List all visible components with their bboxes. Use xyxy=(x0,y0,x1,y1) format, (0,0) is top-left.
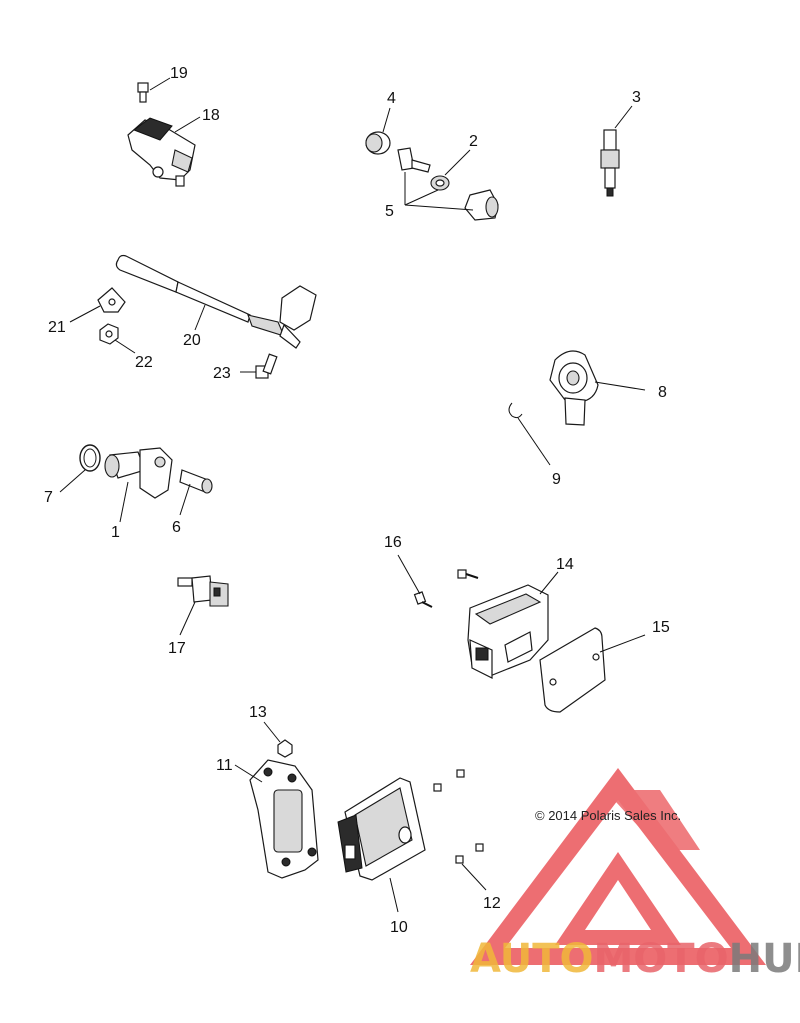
part-4-cap xyxy=(365,107,391,155)
callout-15: 15 xyxy=(652,619,670,636)
part-6-pin xyxy=(179,469,213,516)
part-8-knock-sensor xyxy=(549,350,646,426)
callout-2: 2 xyxy=(469,133,478,150)
callout-7: 7 xyxy=(44,489,53,506)
callout-17: 17 xyxy=(168,640,186,657)
part-12-screws xyxy=(433,769,487,891)
watermark-moto: MOTO xyxy=(594,936,729,982)
part-16-screws xyxy=(397,554,479,608)
watermark-auto: AUTO xyxy=(470,936,594,982)
callout-1: 1 xyxy=(111,524,120,541)
part-13-nut xyxy=(263,721,293,758)
callout-14: 14 xyxy=(556,556,574,573)
part-10-ecu xyxy=(337,777,426,913)
part-18-map-sensor xyxy=(127,116,201,187)
callout-16: 16 xyxy=(384,534,402,551)
part-5-sensor-clip xyxy=(397,147,499,221)
part-19-bolt xyxy=(137,77,171,103)
callout-20: 20 xyxy=(183,332,201,349)
watermark-hub: HUB xyxy=(729,936,800,982)
callout-12: 12 xyxy=(483,895,501,912)
part-15-gasket xyxy=(539,627,646,713)
part-11-bracket xyxy=(234,759,319,879)
callout-10: 10 xyxy=(390,919,408,936)
callout-8: 8 xyxy=(658,384,667,401)
part-7-o-ring xyxy=(59,444,101,493)
callout-21: 21 xyxy=(48,319,66,336)
part-20-speed-sensor-cable xyxy=(115,254,317,349)
callout-13: 13 xyxy=(249,704,267,721)
watermark-text: AUTOMOTOHUB xyxy=(470,936,800,982)
callout-6: 6 xyxy=(172,519,181,536)
part-14-ecu-bracket xyxy=(467,571,559,679)
callout-22: 22 xyxy=(135,354,153,371)
callout-19: 19 xyxy=(170,65,188,82)
callout-18: 18 xyxy=(202,107,220,124)
callout-3: 3 xyxy=(632,89,641,106)
callout-labels: 19 18 4 2 5 3 20 21 22 23 8 9 7 1 6 17 1… xyxy=(44,65,670,936)
part-23-bolt xyxy=(240,353,278,379)
callout-5: 5 xyxy=(385,203,394,220)
callout-9: 9 xyxy=(552,471,561,488)
watermark-logo xyxy=(470,768,766,965)
copyright-notice: © 2014 Polaris Sales Inc. xyxy=(535,808,681,823)
part-1-cam-sensor xyxy=(104,447,173,523)
part-3-sensor xyxy=(600,105,633,197)
callout-23: 23 xyxy=(213,365,231,382)
callout-11: 11 xyxy=(216,757,233,774)
callout-4: 4 xyxy=(387,90,396,107)
part-22-nut xyxy=(99,323,136,354)
part-17-temp-sensor xyxy=(177,575,229,636)
part-9-clip xyxy=(508,402,551,466)
part-21-clamp xyxy=(69,287,126,323)
part-2-washer xyxy=(444,149,471,176)
